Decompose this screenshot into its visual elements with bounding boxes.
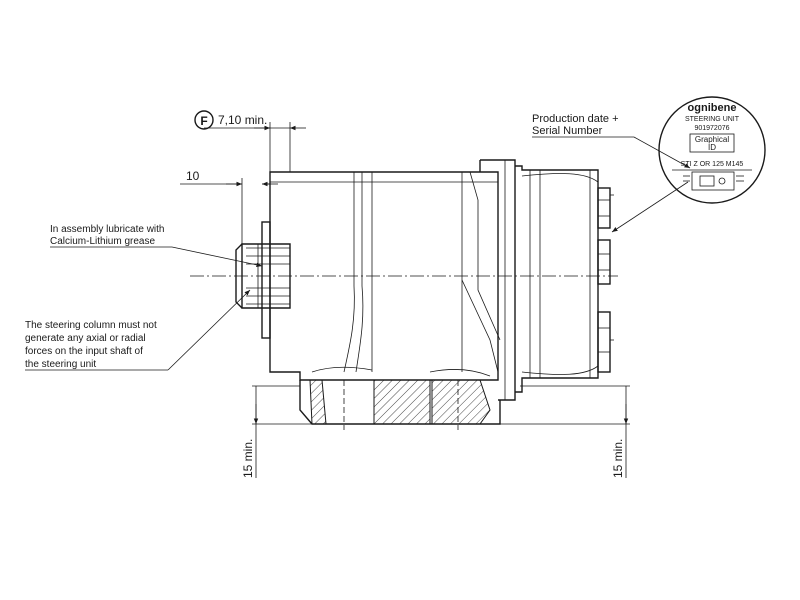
- bottom-right-dimension-label: 15 min.: [611, 439, 625, 478]
- column-note-line4: the steering unit: [25, 359, 96, 370]
- lubricate-leader: [50, 246, 263, 268]
- column-note-line3: forces on the input shaft of: [25, 346, 143, 357]
- column-note-line1: The steering column must not: [25, 320, 157, 331]
- label-graphical-line1: Graphical: [695, 135, 729, 144]
- flag-dimension-label: 7,10 min.: [218, 113, 267, 127]
- lubricate-note-line1: In assembly lubricate with: [50, 224, 165, 235]
- lubricate-note-line2: Calcium-Lithium grease: [50, 236, 155, 247]
- label-brand: ognibene: [688, 102, 737, 114]
- flag-dimension: [194, 110, 306, 172]
- bottom-left-dimension-label: 15 min.: [241, 439, 255, 478]
- production-leader: [532, 136, 691, 233]
- label-line1: STEERING UNIT: [685, 116, 740, 123]
- label-graphical-line2: ID: [708, 143, 716, 152]
- flag-letter: F: [200, 114, 207, 128]
- input-shaft: [235, 221, 291, 339]
- production-note-line1: Production date +: [532, 113, 619, 125]
- bottom-dimensions: [252, 380, 630, 478]
- shaft-dimension: [180, 178, 278, 244]
- label-model: STI Z OR 125 M145: [681, 161, 744, 168]
- production-note-line2: Serial Number: [532, 125, 603, 137]
- shaft-dimension-label: 10: [186, 169, 200, 183]
- column-note-line2: generate any axial or radial: [25, 333, 146, 344]
- label-line2: 901972076: [694, 125, 729, 132]
- column-leader: [25, 289, 251, 371]
- port-section-hatch: [309, 379, 491, 425]
- product-label: [658, 96, 766, 204]
- end-cover-bolts: [597, 187, 614, 373]
